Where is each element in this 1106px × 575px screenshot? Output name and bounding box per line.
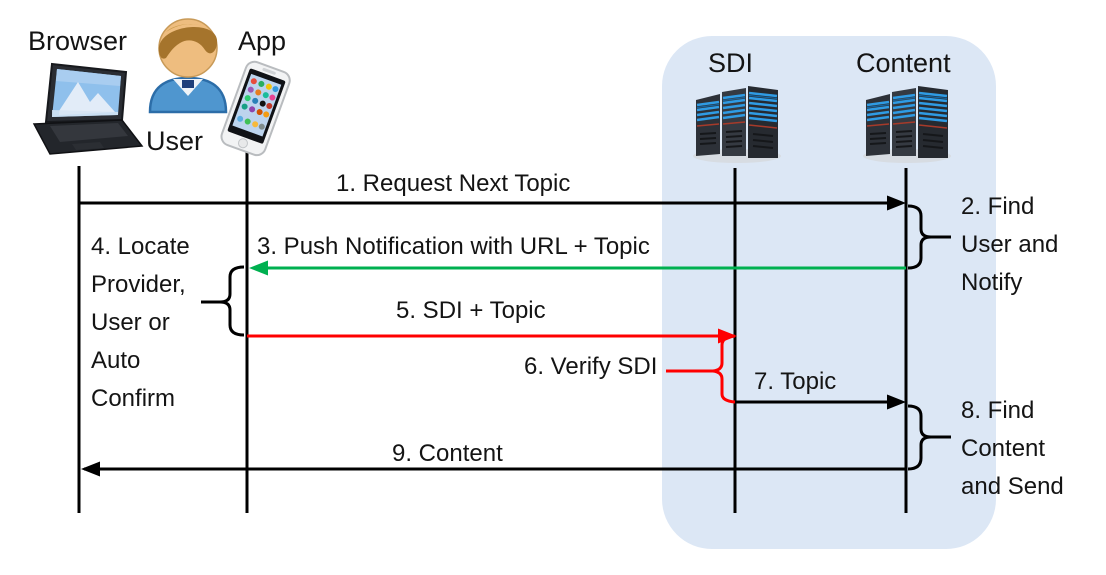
arrowhead-left-icon (81, 461, 100, 477)
actor-label-app: App (238, 26, 287, 56)
sdi-content-panel (662, 36, 996, 549)
content-server-icon (863, 86, 951, 163)
actor-label-browser: Browser (28, 26, 128, 56)
note-find-user-notify: 2. Find User and Notify (961, 188, 1058, 302)
actor-label-content: Content (856, 48, 951, 78)
message-label-verify-sdi: 6. Verify SDI (524, 353, 658, 380)
actor-label-sdi: SDI (708, 48, 754, 78)
message-label-request-next-topic: 1. Request Next Topic (336, 170, 571, 197)
message-label-content: 9. Content (392, 440, 503, 467)
sdi-server-icon (693, 86, 781, 163)
message-label-sdi-topic: 5. SDI + Topic (396, 297, 546, 324)
message-label-push-notification: 3. Push Notification with URL + Topic (257, 233, 650, 260)
arrowhead-right-icon (887, 394, 906, 410)
brace-locate-provider (219, 265, 245, 337)
note-line: 8. Find (961, 397, 1035, 424)
browser-laptop-icon (32, 62, 144, 155)
note-line: User and (961, 231, 1059, 258)
user-person-icon (148, 18, 228, 114)
arrowhead-left-icon (249, 260, 268, 276)
app-phone-icon (220, 60, 291, 157)
note-line: 4. Locate (91, 233, 190, 260)
note-line: 2. Find (961, 193, 1035, 220)
note-line: Content (961, 435, 1046, 462)
note-line: Auto (91, 347, 141, 374)
arrowhead-right-icon (887, 195, 906, 211)
message-label-topic: 7. Topic (754, 368, 837, 395)
actor-label-user: User (146, 126, 204, 156)
note-line: Confirm (91, 385, 176, 412)
note-line: User or (91, 309, 170, 336)
note-line: and Send (961, 473, 1064, 500)
note-locate-provider: 4. Locate Provider, User or Auto Confirm (91, 228, 190, 418)
note-find-content-send: 8. Find Content and Send (961, 392, 1064, 506)
note-line: Provider, (91, 271, 186, 298)
note-line: Notify (961, 269, 1023, 296)
